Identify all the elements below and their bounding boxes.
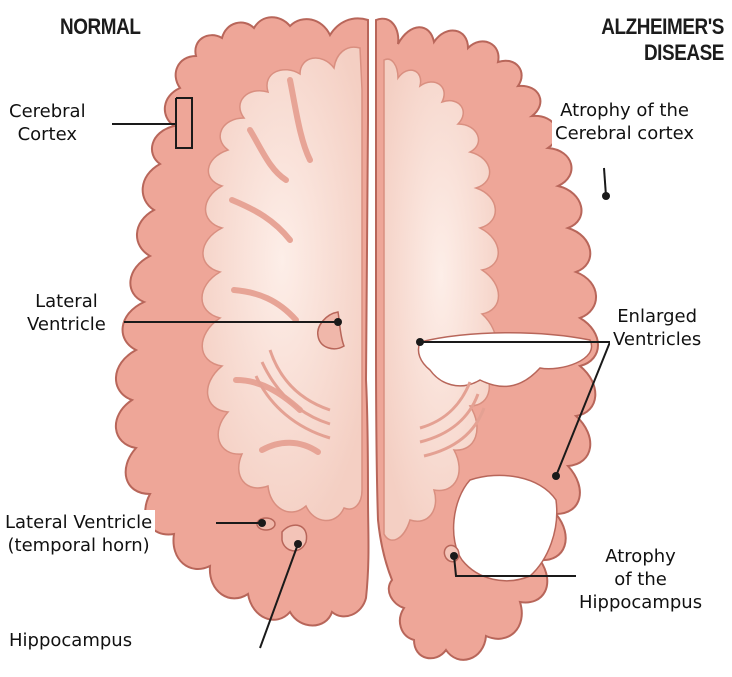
label-atrophy-hippocampus-line3: Hippocampus bbox=[579, 591, 702, 614]
title-alzheimers-line1: ALZHEIMER'S bbox=[535, 14, 724, 40]
title-alzheimers: ALZHEIMER'S DISEASE bbox=[535, 14, 724, 66]
label-atrophy-hippocampus-line1: Atrophy bbox=[579, 545, 702, 568]
label-lateral-ventricle-temporal-line1: Lateral Ventricle bbox=[5, 511, 152, 534]
label-lateral-ventricle: Lateral Ventricle bbox=[24, 289, 109, 337]
label-cerebral-cortex-line1: Cerebral bbox=[9, 100, 86, 123]
label-lateral-ventricle-line2: Ventricle bbox=[27, 313, 106, 336]
label-cerebral-cortex: Cerebral Cortex bbox=[6, 99, 89, 147]
label-atrophy-cortex-line1: Atrophy of the bbox=[555, 99, 694, 122]
label-cerebral-cortex-line2: Cortex bbox=[9, 123, 86, 146]
label-atrophy-cortex-line2: Cerebral cortex bbox=[555, 122, 694, 145]
label-enlarged-ventricles: Enlarged Ventricles bbox=[610, 304, 704, 352]
title-normal: NORMAL bbox=[60, 14, 140, 40]
label-lateral-ventricle-line1: Lateral bbox=[27, 290, 106, 313]
label-atrophy-cortex: Atrophy of the Cerebral cortex bbox=[552, 98, 697, 146]
label-atrophy-hippocampus-line2: of the bbox=[579, 568, 702, 591]
label-enlarged-ventricles-line2: Ventricles bbox=[613, 328, 701, 351]
label-hippocampus: Hippocampus bbox=[6, 628, 135, 653]
normal-hippocampus bbox=[282, 525, 307, 551]
label-enlarged-ventricles-line1: Enlarged bbox=[613, 305, 701, 328]
label-lateral-ventricle-temporal: Lateral Ventricle (temporal horn) bbox=[2, 510, 155, 558]
title-alzheimers-line2: DISEASE bbox=[535, 40, 724, 66]
label-lateral-ventricle-temporal-line2: (temporal horn) bbox=[5, 534, 152, 557]
leader-atrophy-cortex bbox=[604, 168, 606, 196]
label-atrophy-hippocampus: Atrophy of the Hippocampus bbox=[576, 544, 705, 615]
